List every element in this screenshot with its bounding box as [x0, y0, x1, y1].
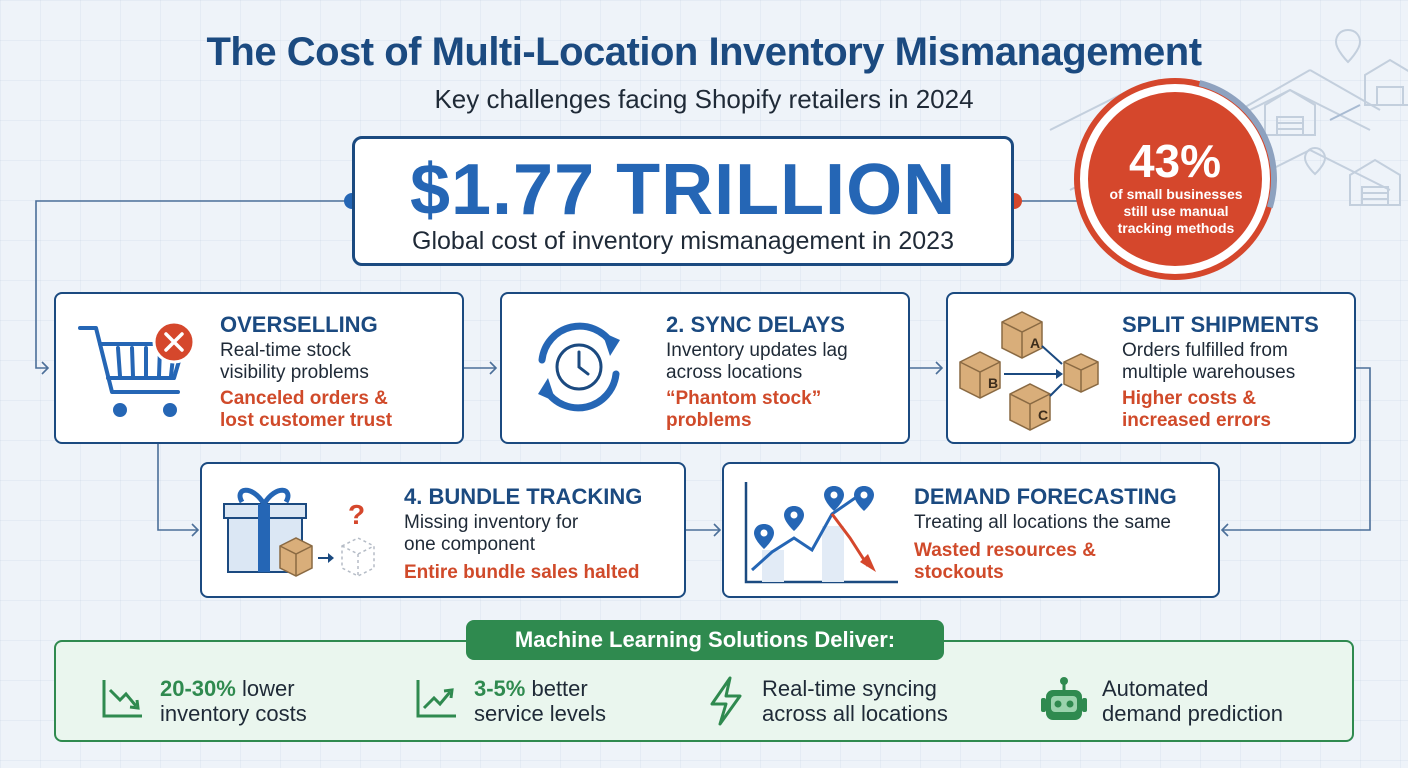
question-mark-icon: ? — [348, 499, 365, 530]
stat-circle-label-line: tracking methods — [1117, 220, 1235, 236]
solution-text: 20-30% lower inventory costs — [160, 676, 307, 726]
solution-label: better — [525, 676, 588, 701]
hero-stat-card: $1.77 TRILLION Global cost of inventory … — [352, 136, 1014, 266]
page-subtitle: Key challenges facing Shopify retailers … — [434, 84, 974, 114]
card-description: Inventory updates lag across locations — [666, 340, 848, 384]
solution-item-syncing: Real-time syncing across all locations — [706, 674, 986, 730]
page-title: The Cost of Multi-Location Inventory Mis… — [206, 30, 1202, 74]
gift-bundle-icon: ? — [223, 487, 375, 577]
box-label: B — [988, 375, 998, 391]
box-label: C — [1038, 407, 1048, 423]
solution-label-line2: inventory costs — [160, 701, 307, 726]
card-description: Orders fulfilled from multiple warehouse… — [1122, 340, 1295, 384]
solution-text: 3-5% better service levels — [474, 676, 606, 726]
stat-circle: 43% of small businesses still use manual… — [1080, 84, 1270, 274]
trend-up-icon — [416, 680, 456, 718]
solution-label: Real-time syncing — [762, 676, 937, 701]
card-impact-line: Canceled orders & — [220, 388, 388, 409]
challenge-card-split-shipments: A B C SPLIT SHIPMENTS Orders fulfilled f… — [946, 292, 1356, 444]
lightning-icon — [710, 676, 742, 726]
card-impact-line: “Phantom stock” — [666, 388, 822, 409]
card-description-line: Treating all locations the same — [914, 512, 1171, 533]
card-title: 2. SYNC DELAYS — [666, 312, 845, 337]
card-description-line: across locations — [666, 362, 803, 383]
stat-circle-value: 43% — [1128, 135, 1222, 187]
card-impact-line: lost customer trust — [220, 410, 393, 431]
card-description: Missing inventory for one component — [404, 512, 578, 556]
card-description-line: visibility problems — [220, 362, 369, 383]
trend-down-icon — [102, 680, 142, 718]
card-description-line: one component — [404, 534, 535, 555]
solution-label-line2: demand prediction — [1102, 701, 1284, 726]
card-title: DEMAND FORECASTING — [914, 484, 1177, 509]
solution-item-prediction: Automated demand prediction — [1040, 674, 1320, 730]
hero-value: $1.77 TRILLION — [409, 150, 957, 230]
stat-circle-label: of small businesses still use manual tra… — [1106, 186, 1246, 237]
card-title: 4. BUNDLE TRACKING — [404, 484, 643, 509]
solution-label-line2: service levels — [474, 701, 607, 726]
card-description-line: Missing inventory for — [404, 512, 579, 533]
forecast-chart-icon — [744, 482, 898, 584]
solution-highlight: 20-30% — [160, 676, 236, 701]
solution-highlight: 3-5% — [474, 676, 526, 701]
challenge-card-bundle-tracking: ? 4. BUNDLE TRACKING Missing inventory f… — [200, 462, 686, 598]
card-description-line: multiple warehouses — [1122, 362, 1296, 383]
card-impact: Entire bundle sales halted — [404, 562, 639, 584]
challenge-card-sync-delays: 2. SYNC DELAYS Inventory updates lag acr… — [500, 292, 910, 444]
challenge-card-demand-forecasting: DEMAND FORECASTING Treating all location… — [722, 462, 1220, 598]
stat-circle-progress-ring — [1198, 80, 1277, 209]
card-impact-line: problems — [666, 410, 752, 431]
card-description-line: Inventory updates lag — [666, 340, 848, 361]
card-impact-line: Higher costs & — [1122, 388, 1257, 409]
card-title: SPLIT SHIPMENTS — [1122, 312, 1319, 337]
card-impact: Wasted resources & stockouts — [914, 540, 1096, 584]
robot-icon — [1041, 677, 1087, 720]
solution-item-costs: 20-30% lower inventory costs — [100, 674, 360, 730]
card-impact: “Phantom stock” problems — [666, 388, 821, 432]
solution-label: Automated — [1102, 676, 1209, 701]
card-impact-line: Wasted resources & — [914, 540, 1096, 561]
card-description: Real-time stock visibility problems — [220, 340, 369, 384]
box-label: A — [1030, 335, 1040, 351]
card-impact: Canceled orders & lost customer trust — [220, 388, 392, 432]
card-impact-line: increased errors — [1122, 410, 1271, 431]
card-impact: Higher costs & increased errors — [1122, 388, 1271, 432]
shopping-cart-error-icon — [78, 320, 196, 417]
hero-label: Global cost of inventory mismanagement i… — [412, 227, 954, 255]
solutions-header: Machine Learning Solutions Deliver: — [466, 620, 944, 660]
stat-circle-label-line: still use manual — [1123, 203, 1229, 219]
card-description-line: Orders fulfilled from — [1122, 340, 1288, 361]
solution-item-service: 3-5% better service levels — [414, 674, 674, 730]
sync-clock-icon — [538, 322, 620, 412]
solution-label: lower — [235, 676, 295, 701]
challenge-card-overselling: OVERSELLING Real-time stock visibility p… — [54, 292, 464, 444]
stat-circle-label-line: of small businesses — [1109, 186, 1243, 202]
card-impact-line: stockouts — [914, 562, 1004, 583]
card-title: OVERSELLING — [220, 312, 378, 337]
solution-label-line2: across all locations — [762, 701, 948, 726]
card-description: Treating all locations the same — [914, 512, 1171, 534]
solution-text: Automated demand prediction — [1102, 676, 1283, 726]
card-description-line: Real-time stock — [220, 340, 351, 361]
solution-text: Real-time syncing across all locations — [762, 676, 948, 726]
card-impact-line: Entire bundle sales halted — [404, 562, 640, 583]
split-boxes-icon: A B C — [959, 311, 1099, 431]
